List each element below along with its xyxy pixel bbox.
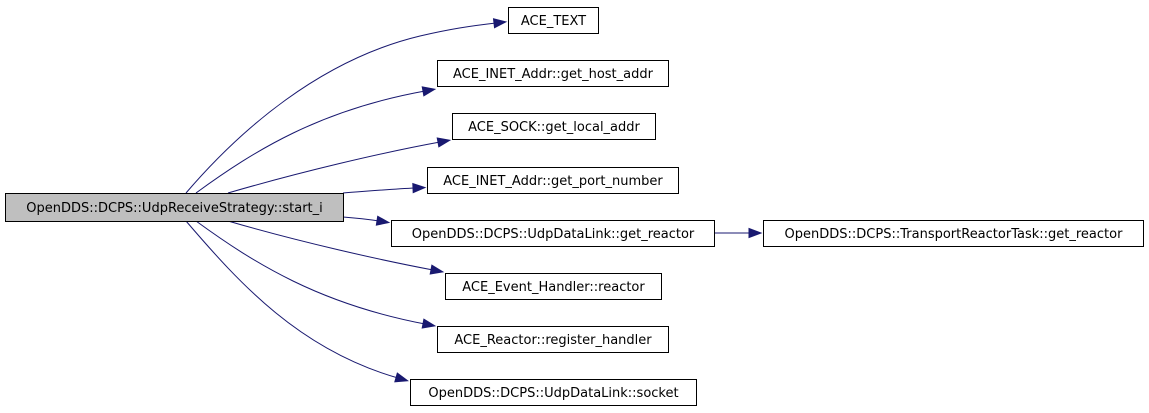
node-box — [445, 273, 662, 300]
nodes-layer: OpenDDS::DCPS::UdpReceiveStrategy::start… — [5, 7, 1144, 406]
arrow-head-icon — [421, 318, 437, 329]
node-socket[interactable]: OpenDDS::DCPS::UdpDataLink::socket — [410, 379, 697, 406]
edge-root-to-handler_reactor — [227, 220, 445, 275]
node-label: OpenDDS::DCPS::TransportReactorTask::get… — [785, 227, 1124, 242]
edge-line — [195, 220, 426, 325]
edge-root-to-get_host_addr — [195, 86, 437, 194]
edge-line — [342, 187, 416, 194]
edge-line — [185, 22, 497, 194]
node-box — [763, 220, 1144, 247]
edge-root-to-udp_get_reactor — [342, 215, 391, 226]
edge-line — [227, 141, 441, 194]
arrow-head-icon — [394, 372, 409, 383]
arrow-head-icon — [429, 264, 445, 275]
node-label: ACE_SOCK::get_local_addr — [468, 120, 640, 135]
edge-root-to-ace_text — [185, 18, 508, 194]
node-root[interactable]: OpenDDS::DCPS::UdpReceiveStrategy::start… — [5, 193, 344, 222]
node-box — [508, 7, 599, 34]
arrow-head-icon — [436, 137, 452, 148]
edge-root-to-socket — [185, 220, 409, 383]
node-box — [452, 113, 656, 140]
node-label: ACE_INET_Addr::get_port_number — [443, 174, 663, 189]
edge-root-to-get_local_addr — [227, 137, 452, 194]
node-get_port_number[interactable]: ACE_INET_Addr::get_port_number — [427, 167, 679, 194]
edge-udp_get_reactor-to-task_get_reactor — [714, 227, 763, 239]
node-label: OpenDDS::DCPS::UdpDataLink::get_reactor — [412, 227, 695, 242]
node-get_host_addr[interactable]: ACE_INET_Addr::get_host_addr — [437, 60, 669, 87]
arrow-head-icon — [375, 215, 391, 226]
arrow-head-icon — [412, 182, 427, 194]
node-label: ACE_TEXT — [521, 14, 586, 29]
node-ace_text[interactable]: ACE_TEXT — [508, 7, 599, 34]
node-box — [427, 167, 679, 194]
node-box — [437, 326, 669, 353]
node-label: OpenDDS::DCPS::UdpReceiveStrategy::start… — [26, 201, 323, 216]
edge-root-to-register_handler — [195, 220, 437, 329]
node-label: ACE_INET_Addr::get_host_addr — [453, 67, 654, 82]
node-label: ACE_Reactor::register_handler — [454, 333, 652, 348]
node-get_local_addr[interactable]: ACE_SOCK::get_local_addr — [452, 113, 656, 140]
edges-layer — [185, 18, 763, 383]
node-task_get_reactor[interactable]: OpenDDS::DCPS::TransportReactorTask::get… — [763, 220, 1144, 247]
arrow-head-icon — [748, 227, 763, 239]
node-label: ACE_Event_Handler::reactor — [462, 280, 645, 295]
node-udp_get_reactor[interactable]: OpenDDS::DCPS::UdpDataLink::get_reactor — [391, 220, 715, 247]
edge-line — [195, 90, 426, 194]
node-box — [437, 60, 669, 87]
node-register_handler[interactable]: ACE_Reactor::register_handler — [437, 326, 669, 353]
arrow-head-icon — [421, 86, 437, 97]
edge-line — [342, 216, 380, 222]
arrow-head-icon — [492, 18, 508, 29]
node-box — [391, 220, 715, 247]
node-label: OpenDDS::DCPS::UdpDataLink::socket — [428, 386, 678, 401]
node-box — [5, 193, 344, 222]
node-box — [410, 379, 697, 406]
edge-line — [227, 220, 434, 271]
node-handler_reactor[interactable]: ACE_Event_Handler::reactor — [445, 273, 662, 300]
edge-line — [185, 220, 399, 379]
edge-root-to-get_port_number — [342, 182, 427, 194]
